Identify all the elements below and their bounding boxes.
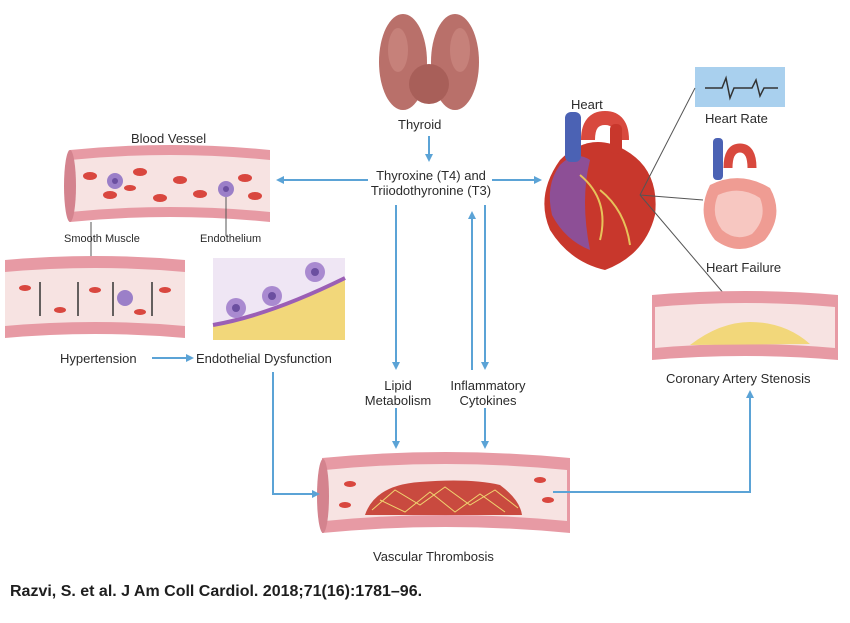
label-endothelium: Endothelium <box>200 233 262 245</box>
label-lipid-line2: Metabolism <box>364 393 432 408</box>
heart-illustration <box>544 110 656 270</box>
label-lipid-metabolism: Lipid Metabolism <box>358 378 438 408</box>
label-cytokines-line2: Cytokines <box>459 393 517 408</box>
label-hypertension: Hypertension <box>60 351 137 366</box>
label-inflammatory-cytokines: Inflammatory Cytokines <box>440 378 536 408</box>
label-endothelial-dysfunction: Endothelial Dysfunction <box>196 351 332 366</box>
hypertension-vessel-illustration <box>5 238 185 338</box>
vascular-thrombosis-vessel-illustration <box>317 452 570 533</box>
label-cytokines-line1: Inflammatory <box>450 378 526 393</box>
flow-arrows <box>152 136 754 498</box>
label-smooth-muscle: Smooth Muscle <box>64 233 140 245</box>
label-heart: Heart <box>571 97 603 112</box>
coronary-stenosis-vessel-illustration <box>652 291 838 360</box>
thyroid-illustration <box>379 14 479 110</box>
label-hormones-line2: Triiodothyronine (T3) <box>370 183 492 198</box>
heart-rate-monitor <box>695 67 785 107</box>
label-hormones-line1: Thyroxine (T4) and <box>376 168 486 183</box>
label-heart-failure: Heart Failure <box>706 260 782 275</box>
label-lipid-line1: Lipid <box>384 378 412 393</box>
heart-connector-lines <box>639 87 726 296</box>
label-vascular-thrombosis: Vascular Thrombosis <box>373 549 494 564</box>
heart-failure-illustration <box>703 138 777 249</box>
endothelial-dysfunction-illustration <box>212 258 346 340</box>
label-coronary-stenosis: Coronary Artery Stenosis <box>666 371 811 386</box>
label-blood-vessel: Blood Vessel <box>131 131 207 146</box>
citation: Razvi, S. et al. J Am Coll Cardiol. 2018… <box>10 583 423 600</box>
blood-vessel-illustration <box>64 145 270 238</box>
label-hormones: Thyroxine (T4) and Triiodothyronine (T3) <box>368 168 494 198</box>
label-thyroid: Thyroid <box>398 117 442 132</box>
label-heart-rate: Heart Rate <box>705 111 768 126</box>
